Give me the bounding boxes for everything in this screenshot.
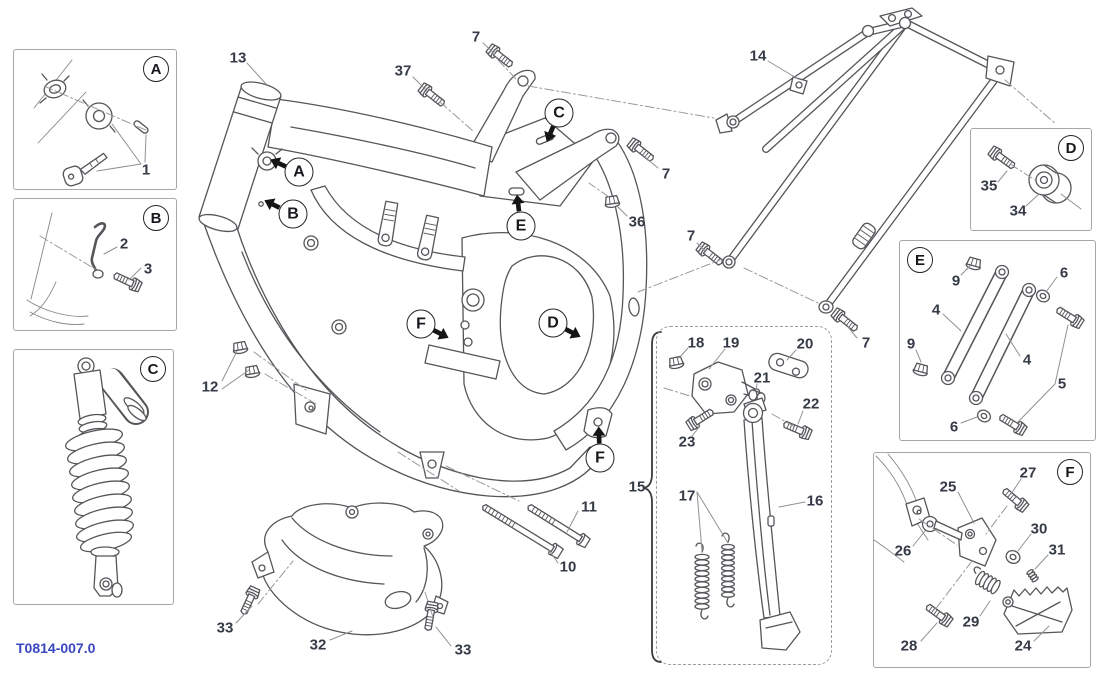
part-label-9[interactable]: 9	[951, 272, 961, 290]
view-marker-C[interactable]: C	[544, 98, 574, 128]
part-label-9[interactable]: 9	[906, 335, 916, 353]
view-marker-F[interactable]: F	[585, 443, 615, 473]
frame-drawing	[198, 69, 648, 498]
inset-e-linkage-drawing	[940, 264, 1037, 406]
part-label-28[interactable]: 28	[900, 637, 918, 655]
part-label-21[interactable]: 21	[753, 369, 771, 387]
part-label-23[interactable]: 23	[678, 433, 696, 451]
part-label-15[interactable]: 15	[628, 478, 646, 496]
part-label-2[interactable]: 2	[119, 235, 129, 253]
inset-c-shock-drawing	[65, 357, 149, 598]
view-marker-B[interactable]: B	[278, 199, 308, 229]
part-label-27[interactable]: 27	[1019, 464, 1037, 482]
part-label-5[interactable]: 5	[1057, 375, 1067, 393]
inset-f-footpeg-drawing	[873, 453, 1073, 635]
inset-letter-D: D	[1058, 135, 1084, 161]
part-label-3[interactable]: 3	[143, 260, 153, 278]
assembly-centerlines	[39, 59, 1057, 618]
part-label-7[interactable]: 7	[861, 334, 871, 352]
part-label-17[interactable]: 17	[678, 487, 696, 505]
group-box-sidestand	[656, 326, 832, 665]
inset-box-F: F	[873, 452, 1091, 668]
inset-letter-B: B	[143, 205, 169, 231]
part-label-33[interactable]: 33	[216, 619, 234, 637]
part-label-10[interactable]: 10	[559, 558, 577, 576]
inset-d-roller-drawing	[1028, 164, 1072, 204]
drawing-number: T0814-007.0	[16, 640, 96, 656]
view-marker-D[interactable]: D	[538, 308, 568, 338]
inset-letter-A: A	[143, 56, 169, 82]
inset-letter-C: C	[140, 356, 166, 382]
inset-b-bracket-drawing	[26, 212, 107, 325]
part-label-19[interactable]: 19	[722, 334, 740, 352]
part-label-14[interactable]: 14	[749, 47, 767, 65]
part-label-36[interactable]: 36	[628, 213, 646, 231]
inset-box-A: A	[13, 49, 177, 190]
part-label-6[interactable]: 6	[949, 418, 959, 436]
part-label-24[interactable]: 24	[1014, 637, 1032, 655]
part-label-11[interactable]: 11	[581, 498, 597, 516]
part-label-20[interactable]: 20	[796, 335, 814, 353]
part-label-31[interactable]: 31	[1048, 541, 1066, 559]
inset-letter-F: F	[1057, 459, 1083, 485]
leader-lines	[96, 42, 1082, 647]
inset-letter-E: E	[907, 247, 933, 273]
part-label-25[interactable]: 25	[939, 478, 957, 496]
part-label-30[interactable]: 30	[1030, 520, 1048, 538]
inset-box-B: B	[13, 198, 177, 331]
part-label-13[interactable]: 13	[229, 49, 247, 67]
part-label-32[interactable]: 32	[309, 636, 327, 654]
inset-box-D: D	[970, 128, 1092, 231]
view-marker-A[interactable]: A	[284, 157, 314, 187]
inset-box-E: E	[899, 240, 1096, 441]
part-label-12[interactable]: 12	[201, 378, 219, 396]
part-label-1[interactable]: 1	[141, 161, 151, 179]
part-label-29[interactable]: 29	[962, 613, 980, 631]
part-label-35[interactable]: 35	[980, 177, 998, 195]
view-marker-F[interactable]: F	[406, 309, 436, 339]
part-label-7[interactable]: 7	[686, 227, 696, 245]
part-label-22[interactable]: 22	[802, 395, 820, 413]
part-label-4[interactable]: 4	[1022, 351, 1032, 369]
inset-box-C: C	[13, 349, 174, 605]
subframe-drawing	[715, 7, 1015, 314]
part-label-16[interactable]: 16	[806, 492, 824, 510]
part-label-37[interactable]: 37	[394, 62, 412, 80]
sidestand-drawing	[691, 352, 809, 651]
skidplate-drawing	[251, 502, 449, 636]
part-label-34[interactable]: 34	[1009, 202, 1027, 220]
part-label-6[interactable]: 6	[1059, 264, 1069, 282]
part-label-4[interactable]: 4	[931, 301, 941, 319]
part-label-18[interactable]: 18	[687, 334, 705, 352]
part-label-26[interactable]: 26	[894, 542, 912, 560]
part-label-7[interactable]: 7	[661, 165, 671, 183]
group-15-brace	[643, 331, 662, 663]
view-marker-E[interactable]: E	[506, 211, 536, 241]
part-label-33[interactable]: 33	[454, 641, 472, 659]
part-label-7[interactable]: 7	[471, 28, 481, 46]
